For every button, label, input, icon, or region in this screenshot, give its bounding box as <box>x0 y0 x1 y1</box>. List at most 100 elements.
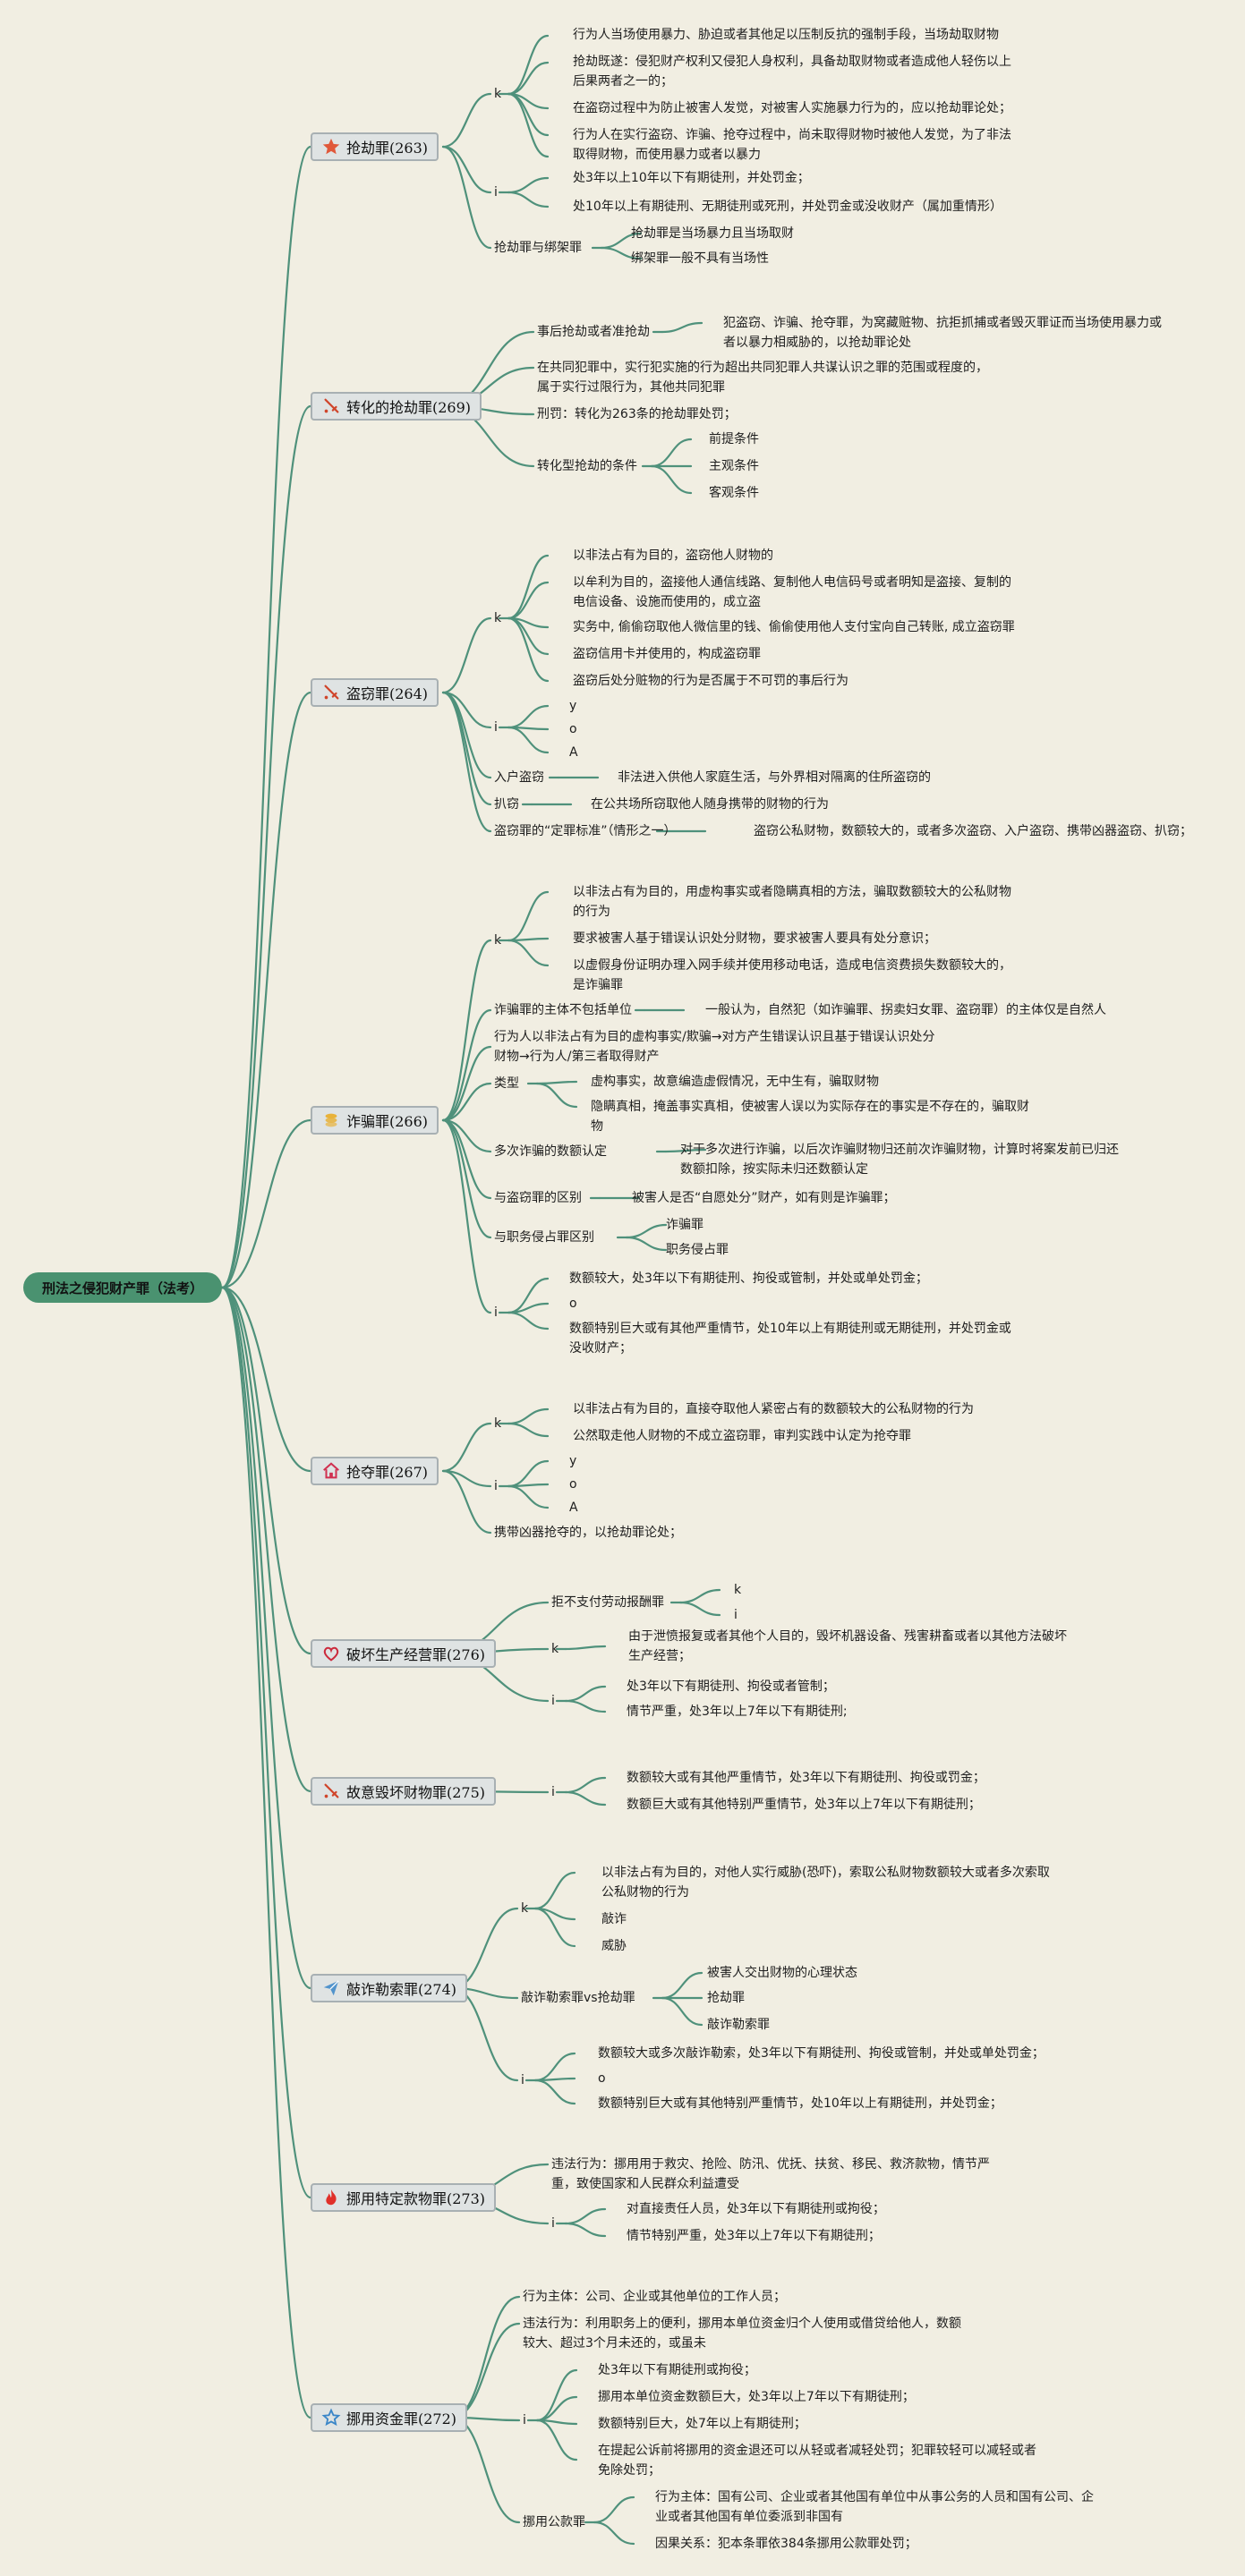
fraud-branch-5 <box>441 1118 492 1200</box>
crime-node-sabotage[interactable]: 破坏生产经营罪(276) <box>311 1639 497 1668</box>
detail-text: 情节特别严重，处3年以上7年以下有期徒刑； <box>627 2229 881 2243</box>
branch-marker: A <box>569 1501 578 1515</box>
crime-node-destroy[interactable]: 故意毁坏财物罪(275) <box>311 1777 497 1806</box>
fraud-branch-6 <box>441 1118 492 1239</box>
detail-text: 者以暴力相威胁的，以抢劫罪论处 <box>723 336 911 350</box>
detail-text: 抢劫罪与绑架罪 <box>494 241 582 255</box>
branch-marker: i <box>551 1785 555 1799</box>
detail-text: 违法行为：利用职务上的便利，挪用本单位资金归个人使用或借贷给他人，数额 <box>523 2317 961 2331</box>
detail-text: 行为主体：公司、企业或其他单位的工作人员； <box>523 2290 786 2304</box>
detail-text: 职务侵占罪 <box>666 1243 729 1257</box>
detail-text: 违法行为：挪用用于救灾、抢险、防汛、优抚、扶贫、移民、救济款物，情节严 <box>551 2157 990 2172</box>
detail-text: 犯盗窃、诈骗、抢夺罪，为窝藏赃物、抗拒抓捕或者毁灭罪证而当场使用暴力或 <box>723 316 1162 330</box>
crime-node-label: 诈骗罪(266) <box>346 1113 429 1130</box>
theft-branch-4 <box>441 691 492 833</box>
detail-text: 前提条件 <box>709 432 759 446</box>
detail-text: 处10年以上有期徒刑、无期徒刑或死刑，并处罚金或没收财产（属加重情形） <box>573 200 1002 214</box>
detail-text: 是诈骗罪 <box>573 978 623 992</box>
detail-text: 取得财物，而使用暴力或者以暴力 <box>573 148 761 162</box>
detail-text: 行为人在实行盗窃、诈骗、抢夺过程中，尚未取得财物时被他人发觉，为了非法 <box>573 128 1011 142</box>
crime-node-converted[interactable]: 转化的抢劫罪(269) <box>311 392 482 421</box>
detail-text: 要求被害人基于错误认识处分财物，要求被害人要具有处分意识； <box>573 931 936 946</box>
detail-text: 数额巨大或有其他特别严重情节，处3年以上7年以下有期徒刑； <box>627 1798 981 1812</box>
detail-text: 诈骗罪的主体不包括单位 <box>494 1003 632 1017</box>
detail-text: 对直接责任人员，处3年以下有期徒刑或拘役； <box>627 2202 885 2216</box>
crime-node-misuse_funds[interactable]: 挪用特定款物罪(273) <box>311 2183 497 2212</box>
fire-icon <box>321 2188 341 2207</box>
sword-icon <box>321 396 341 416</box>
fraud-leaf-6-2 <box>507 1311 550 1331</box>
root-branch-fraud <box>220 1118 312 1289</box>
misuse_funds-leaf-0-1 <box>564 2222 607 2238</box>
crime-node-robbery[interactable]: 抢劫罪(263) <box>311 132 439 161</box>
detail-text: 敲诈勒索罪vs抢劫罪 <box>521 1991 635 2005</box>
sabotage-leaf-0-1 <box>678 1601 721 1617</box>
detail-text: 非法进入供他人家庭生活，与外界相对隔离的住所盗窃的 <box>618 770 931 785</box>
fraud-leaf-5-1 <box>625 1236 668 1252</box>
crime-node-snatch[interactable]: 抢夺罪(267) <box>311 1457 439 1485</box>
detail-text: 事后抢劫或者准抢劫 <box>537 325 650 339</box>
fraud-branch-3 <box>441 1082 492 1122</box>
branch-marker: i <box>521 2073 524 2087</box>
robbery-leaf-0-1 <box>507 61 550 96</box>
detail-text: 数额特别巨大或有其他特别严重情节，处10年以上有期徒刑，并处罚金； <box>598 2096 1002 2111</box>
detail-text: 以非法占有为目的，对他人实行威胁(恐吓)，索取公私财物数额较大或者多次索取 <box>601 1866 1050 1880</box>
crime-node-theft[interactable]: 盗窃罪(264) <box>311 678 439 707</box>
fraud-leaf-2-0 <box>535 1080 578 1085</box>
crime-node-label: 挪用资金罪(272) <box>346 2410 457 2427</box>
detail-text: 敲诈勒索罪 <box>707 2018 770 2032</box>
branch-marker: o <box>598 2071 606 2086</box>
root-branch-robbery <box>220 145 312 1289</box>
detail-text: 因果关系：犯本条罪依384条挪用公款罪处罚； <box>655 2537 917 2551</box>
detail-text: 扒窃 <box>494 797 519 812</box>
extortion-leaf-0-0 <box>533 1871 576 1910</box>
coin-icon <box>321 1110 341 1130</box>
theft-leaf-1-2 <box>507 726 550 754</box>
detail-text: 生产经营； <box>628 1649 691 1663</box>
detail-text: 的行为 <box>573 905 610 919</box>
extortion-leaf-2-2 <box>533 2079 576 2105</box>
detail-text: 在盗窃过程中为防止被害人发觉，对被害人实施暴力行为的，应以抢劫罪论处； <box>573 101 1011 115</box>
detail-text: 没收财产； <box>569 1341 632 1356</box>
detail-text: 刑罚：转化为263条的抢劫罪处罚； <box>537 407 737 421</box>
branch-marker: o <box>569 722 577 736</box>
detail-text: 主观条件 <box>709 459 759 473</box>
root-node[interactable]: 刑法之侵犯财产罪（法考） <box>23 1272 222 1303</box>
crime-node-fraud[interactable]: 诈骗罪(266) <box>311 1106 439 1135</box>
detail-text: 被害人是否“自愿处分”财产，如有则是诈骗罪； <box>632 1191 896 1205</box>
theft-leaf-0-0 <box>507 554 550 620</box>
root-branch-destroy <box>220 1286 312 1793</box>
crime-node-misuse_capital[interactable]: 挪用资金罪(272) <box>311 2403 468 2432</box>
branch-marker: i <box>551 1694 555 1708</box>
root-branch-converted <box>220 404 312 1289</box>
sword-icon <box>321 1781 341 1801</box>
crime-node-extortion[interactable]: 敲诈勒索罪(274) <box>311 1974 468 2002</box>
destroy-leaf-0-1 <box>564 1790 607 1807</box>
fraud-leaf-0-2 <box>507 939 550 967</box>
detail-text: 公私财物的行为 <box>601 1885 689 1900</box>
detail-text: 以牟利为目的，盗接他人通信线路、复制他人电信码号或者明知是盗接、复制的 <box>573 575 1011 590</box>
converted-leaf-1-0 <box>650 438 693 468</box>
detail-text: 与职务侵占罪区别 <box>494 1230 594 1245</box>
sabotage-leaf-2-1 <box>564 1699 607 1713</box>
detail-text: 后果两者之一的； <box>573 74 673 89</box>
extortion-leaf-0-2 <box>533 1907 576 1948</box>
robbery-leaf-0-0 <box>507 34 550 96</box>
root-branch-snatch <box>220 1286 312 1473</box>
robbery-leaf-1-1 <box>507 191 550 208</box>
misuse_capital-leaf-1-1 <box>593 2521 635 2546</box>
theft-branch-0 <box>441 616 492 694</box>
sword-icon <box>321 683 341 702</box>
fraud-branch-2 <box>441 1045 492 1122</box>
robbery-leaf-1-0 <box>507 176 550 194</box>
fraud-branch-0 <box>441 939 492 1122</box>
detail-text: 在共同犯罪中，实行犯实施的行为超出共同犯罪人共谋认识之罪的范围或程度的， <box>537 361 988 375</box>
detail-text: 威胁 <box>601 1939 627 1953</box>
misuse_capital-leaf-0-1 <box>535 2395 578 2422</box>
branch-marker: k <box>551 1642 559 1656</box>
misuse_capital-leaf-0-3 <box>535 2419 578 2461</box>
root-branch-misuse_funds <box>220 1286 312 2199</box>
branch-marker: k <box>494 1416 502 1431</box>
root-branch-theft <box>220 691 312 1289</box>
snatch-branch-0 <box>441 1422 492 1473</box>
